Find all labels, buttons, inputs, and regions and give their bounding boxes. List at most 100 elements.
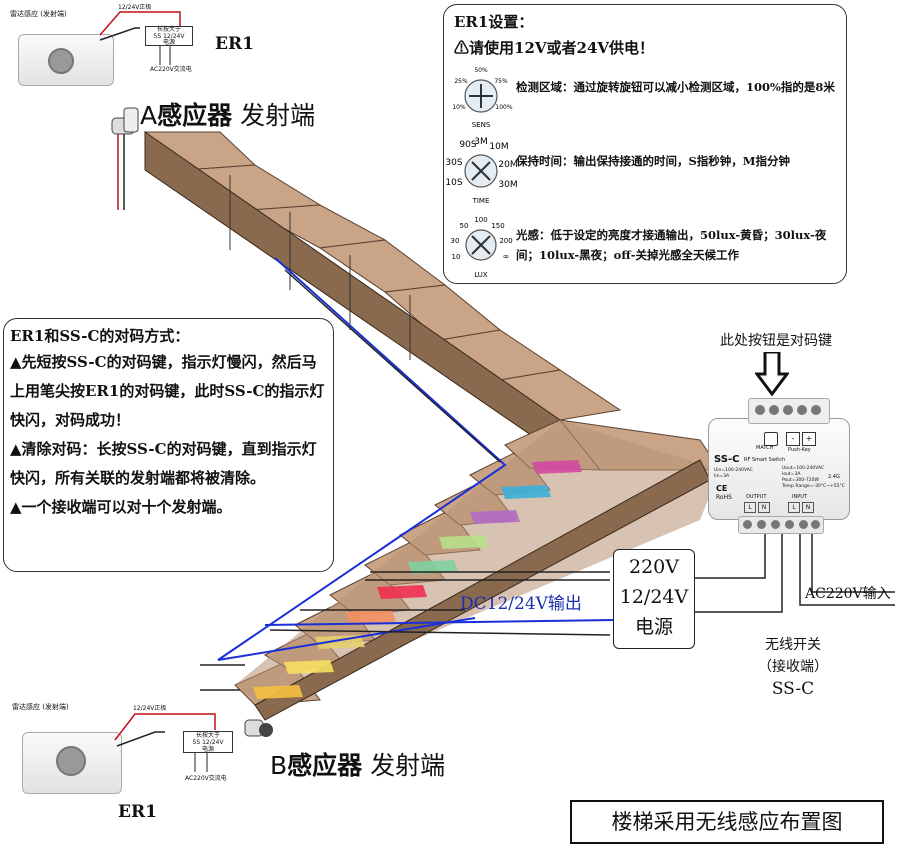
dc-output-label: DC12/24V输出 [460,594,582,614]
ssc-ac-input: AC220V输入 [805,586,891,602]
ssc-device[interactable]: MATCH - + Push-Key SS-C RF Smart Switch … [708,398,850,548]
ssc-spec-right-1: Iout=3A [782,472,801,477]
ssc-match-button[interactable] [764,432,778,446]
sens-tick-0: 50% [474,67,488,74]
ssc-output-label: OUTPUT [746,494,767,500]
led-strip-6 [346,610,396,624]
lux-description: 光感：低于设定的亮度才接通输出，50lux-黄昏；30lux-夜间；10lux-… [516,228,827,262]
power-supply-line2: 12/24V [619,586,689,608]
lux-tick-6: ∞ [503,252,510,261]
pairing-step1: ▲先短按SS-C的对码键，指示灯慢闪，然后马上用笔尖按ER1的对码键，此时SS-… [10,353,325,429]
sensor-a-sub: 发射端 [240,101,316,130]
sens-tick-2: 75% [494,78,508,85]
lux-knob-label: LUX [474,271,488,279]
pairing-panel: ER1和SS-C的对码方式： ▲先短按SS-C的对码键，指示灯慢闪，然后马上用笔… [3,318,334,572]
led-strip-9 [253,685,303,699]
ssc-ce: CE [716,484,728,493]
sens-knob-icon: 50% 25% 75% 10% 100% SENS [452,67,513,129]
ssc-match-label: MATCH [756,445,774,451]
led-strip-4 [408,560,458,574]
ssc-push-key-label: Push-Key [788,447,811,453]
sens-tick-3: 10% [452,104,466,111]
sens-knob-label: SENS [472,121,491,129]
ssc-model: SS-C [714,454,740,465]
er1-top-ac-label: AC220V交流电 [150,66,192,73]
lux-tick-1: 50 [460,222,469,230]
sensor-b-label: B感应器 发射端 [270,746,445,782]
time-tick-5: 10S [445,178,462,188]
ssc-term-2: L [788,502,800,513]
led-strip-8 [284,660,334,674]
er1-settings-warning-row: ⚠请使用12V或者24V供电！ [454,37,654,58]
ssc-freq: 2.4G [828,474,840,480]
sens-tick-4: 100% [495,104,512,111]
er1-bottom-device-label: 雷达感应 (发射端) [12,703,69,711]
black-wires [200,269,895,691]
ssc-plus-button[interactable]: + [802,432,816,446]
er1-settings-panel: ER1设置： ⚠请使用12V或者24V供电！ 50% 25% 75% 10% 1… [443,4,847,284]
upper-flight [143,131,622,456]
warning-icon: ⚠ [454,39,470,57]
er1-bottom-ac-label: AC220V交流电 [185,775,227,782]
lux-tick-4: 200 [499,237,512,245]
ssc-term-3: N [802,502,814,513]
ssc-button-note: 此处按钮是对码键 [720,333,832,349]
ssc-spec-left-1: Iin=3A [714,474,730,479]
time-tick-4: 20M [498,160,517,170]
sensor-a-letter: A [140,101,158,130]
ssc-spec-right-2: Pout=300-720W [782,478,819,483]
er1-bottom-power-box: 长按大于 5S 12/24V 电源 [183,731,233,753]
time-tick-0: 90S [459,140,476,150]
led-strip-1 [501,485,551,499]
ssc-caption-line2: （接收端） [758,659,828,675]
power-supply-box: 220V 12/24V 电源 [613,549,695,649]
time-description: 保持时间：输出保持接通的时间，S指秒钟，M指分钟 [516,154,791,168]
sensor-b-main: 感应器 [287,751,363,780]
er1-top-device-label: 雷达感应 (发射端) [10,10,67,18]
led-strip-3 [439,535,489,549]
er1-top-power-box: 长按大于 5S 12/24V 电源 [145,26,193,46]
er1-bottom-box-line3: 电源 [201,746,214,753]
sensor-a-main: 感应器 [157,101,233,130]
ssc-minus-button[interactable]: - [786,432,800,446]
er1-top-title: ER1 [215,34,254,54]
sens-tick-1: 25% [454,78,468,85]
sensor-a-label: A感应器 发射端 [140,96,315,132]
power-supply-line3: 电源 [634,616,673,638]
er1-bottom-wire-label: 12/24V正极 [133,705,167,712]
lux-tick-2: 150 [491,222,504,230]
ssc-bottom-terminals [738,516,824,534]
led-strip-5 [377,585,427,599]
down-arrow-icon [755,352,789,396]
sens-description: 检测区域：通过旋转旋钮可以减小检测区域，100%指的是8米 [516,80,835,94]
er1-bottom-device: 雷达感应 (发射端) [12,702,130,802]
er1-bottom-box-line1: 长按大于 [195,732,220,739]
er1-bottom-sensor-eye [56,746,86,776]
ssc-rohs: RoHS [716,494,732,501]
ssc-spec-left: Uin=100-240VAC Iin=3A [714,468,753,480]
time-knob-label: TIME [472,197,490,205]
ssc-term-1: N [758,502,770,513]
lux-tick-3: 30 [451,237,460,245]
time-knob-icon: 90S 3M 10M 30S 20M 10S 30M TIME [445,137,517,205]
ssc-model-sub: RF Smart Switch [744,457,786,463]
ssc-spec-left-0: Uin=100-240VAC [714,468,753,473]
ssc-spec-right-0: Uout=100-240VAC [782,466,825,471]
er1-bottom-title: ER1 [118,802,157,822]
led-strip-0 [532,460,582,474]
lux-tick-5: 10 [452,253,461,261]
lux-tick-0: 100 [474,216,487,224]
lux-knob-icon: 100 50 150 30 200 10 ∞ LUX [451,216,513,279]
er1-top-box-line1: 长按大于 [156,26,181,33]
ssc-input-label: INPUT [792,494,807,500]
er1-top-box-line2: 5S 12/24V [153,32,185,40]
er1-settings-title: ER1设置： [454,13,534,31]
sensor-a [111,107,139,210]
sensor-b-sub: 发射端 [370,751,446,780]
er1-top-sensor-eye [48,48,74,74]
er1-top-wiring [99,11,181,65]
lower-flight [234,419,720,721]
power-supply-line1: 220V [629,556,679,578]
blue-wires [217,257,616,661]
